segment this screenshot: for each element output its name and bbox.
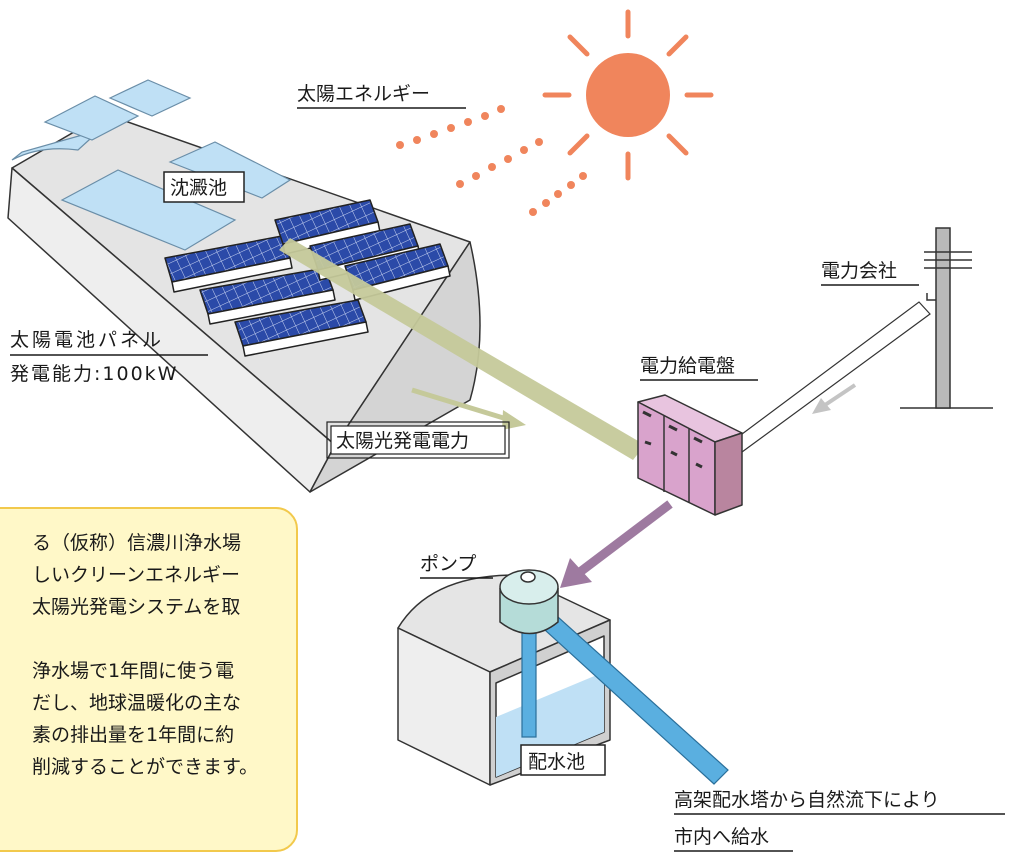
label-water-supply-line1: 高架配水塔から自然流下により — [674, 789, 940, 811]
info-line: だし、地球温暖化の主な — [32, 692, 242, 714]
info-line: しいクリーンエネルギー — [32, 564, 241, 586]
info-line: 浄水場で1年間に使う電 — [32, 660, 235, 682]
label-solar-energy: 太陽エネルギー — [297, 83, 430, 105]
pump-icon — [499, 569, 559, 635]
pump-flow-arrow-icon — [560, 500, 673, 588]
info-line: 素の排出量を1年間に約 — [32, 724, 235, 746]
label-power-company: 電力会社 — [821, 260, 897, 282]
utility-pole-icon — [900, 227, 993, 409]
utility-flow-arrow-icon — [812, 383, 857, 414]
info-line: る（仮称）信濃川浄水場 — [32, 532, 242, 554]
solar-power-flow — [279, 238, 645, 460]
label-sedimentation-pond: 沈澱池 — [170, 177, 227, 199]
label-solar-panel: 太陽電池パネル — [10, 329, 164, 351]
info-paragraph-1: る（仮称）信濃川浄水場 しいクリーンエネルギー 太陽光発電システムを取 — [32, 527, 282, 623]
label-switchboard: 電力給電盤 — [640, 355, 735, 377]
sun-rays-dots — [396, 105, 587, 216]
sun-icon — [542, 9, 714, 181]
solar-flow-arrow-icon — [411, 387, 526, 430]
switchboard-cabinet — [637, 394, 743, 516]
label-solar-power: 太陽光発電電力 — [336, 430, 469, 452]
info-line: 太陽光発電システムを取 — [32, 596, 241, 618]
label-reservoir: 配水池 — [528, 751, 585, 773]
water-basins — [11, 79, 292, 251]
info-paragraph-2: 浄水場で1年間に使う電 だし、地球温暖化の主な 素の排出量を1年間に約 削減する… — [32, 655, 282, 783]
info-line: 削減することができます。 — [32, 756, 259, 778]
label-water-supply-line2: 市内へ給水 — [674, 826, 769, 848]
utility-power-line — [733, 301, 931, 453]
label-capacity: 発電能力:100kW — [10, 363, 178, 385]
info-box: る（仮称）信濃川浄水場 しいクリーンエネルギー 太陽光発電システムを取 浄水場で… — [0, 507, 298, 852]
label-pump: ポンプ — [420, 553, 476, 575]
